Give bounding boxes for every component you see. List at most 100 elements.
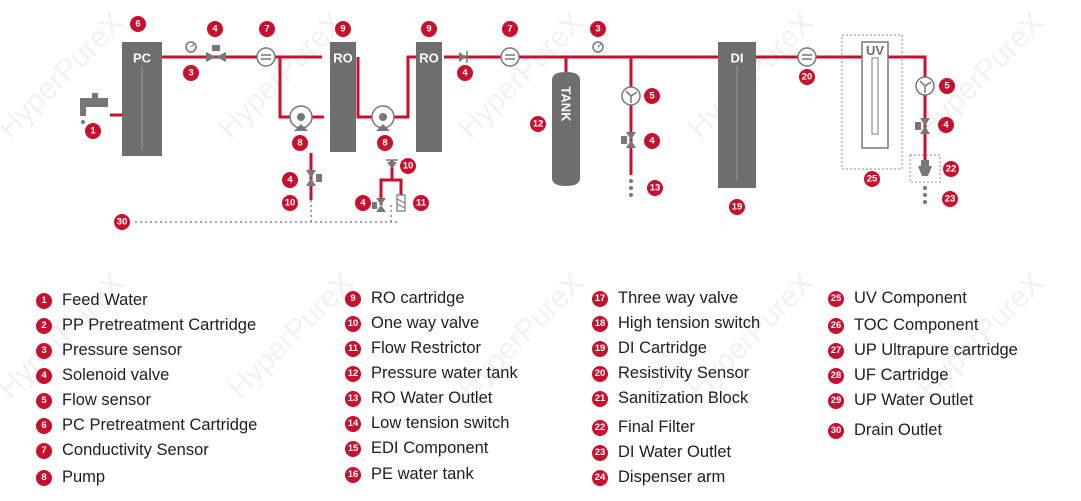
legend-label: PC Pretreatment Cartridge [62,416,258,434]
legend-item: 17 Three way valve [592,289,738,308]
pump-icon [289,105,313,131]
flow-restrictor-icon [396,194,406,212]
badge: 9 [421,21,437,37]
legend-number: 28 [828,367,844,384]
svg-text:4: 4 [649,136,655,147]
legend-number: 11 [345,340,361,357]
legend-label: Solenoid valve [62,366,170,384]
legend-number: 6 [36,417,52,434]
legend-number: 25 [828,290,844,307]
legend-label: Flow Restrictor [371,339,482,357]
conductivity-sensor-icon [500,47,520,67]
badge: 3 [590,21,606,37]
legend-label: RO cartridge [371,289,465,307]
svg-text:6: 6 [135,19,140,30]
legend-number: 5 [36,392,52,409]
legend-label: UF Cartridge [854,366,949,384]
legend-item: 28 UF Cartridge [828,366,948,385]
svg-text:8: 8 [382,138,387,149]
legend-label: Dispenser arm [618,468,726,486]
legend-item: 6 PC Pretreatment Cartridge [36,416,257,435]
legend-number: 21 [592,390,608,407]
legend-number: 26 [828,317,844,334]
svg-text:3: 3 [595,24,600,35]
pc-cartridge: PC [122,42,162,156]
badge: 11 [413,195,429,211]
legend-number: 13 [345,390,361,407]
reject-valve-icon [372,198,386,212]
feed-faucet-icon [80,93,108,124]
legend-number: 30 [828,422,844,439]
svg-text:8: 8 [297,138,302,149]
pressure-sensor-icon [185,41,197,53]
legend-number: 29 [828,392,844,409]
svg-text:1: 1 [90,126,96,137]
legend-number: 14 [345,415,361,432]
legend-label: Conductivity Sensor [62,441,209,459]
legend-number: 19 [592,340,608,357]
svg-text:7: 7 [264,24,269,35]
badge: 4 [282,172,298,188]
legend-label: One way valve [371,314,480,332]
legend-number: 17 [592,290,608,307]
badge: 4 [207,21,223,37]
svg-text:30: 30 [117,217,128,228]
legend-label: Flow sensor [62,391,151,409]
badge: 7 [502,21,518,37]
legend-number: 27 [828,342,844,359]
legend-label: Drain Outlet [854,421,943,439]
badge: 7 [259,21,275,37]
resistivity-sensor-icon [797,47,817,67]
legend-label: Resistivity Sensor [618,364,750,382]
svg-text:4: 4 [212,24,218,35]
legend-item: 11 Flow Restrictor [345,339,481,358]
pipe-ro1-ro2 [356,57,372,119]
legend-label: PP Pretreatment Cartridge [62,316,257,334]
solenoid-valve-icon [206,45,226,62]
svg-text:19: 19 [732,202,743,213]
legend-label: Feed Water [62,291,148,309]
legend-label: Three way valve [618,289,739,307]
badge: 1 [85,123,101,139]
pipe-pump1 [278,57,290,119]
legend-number: 23 [592,444,608,461]
badge: 4 [457,65,473,81]
legend-item: 30 Drain Outlet [828,421,942,440]
legend-number: 4 [36,367,52,384]
legend-item: 1 Feed Water [36,291,148,310]
tank-label: TANK [559,86,574,122]
check-valve-icon [386,159,398,169]
legend-label: High tension switch [618,314,761,332]
badge: 5 [939,78,955,94]
legend-number: 2 [36,317,52,334]
legend-number: 1 [36,292,52,309]
badge: 4 [938,117,954,133]
ro-label: RO [333,51,353,66]
badge: 25 [864,171,880,187]
legend-label: RO Water Outlet [371,389,493,407]
badge: 13 [647,180,663,196]
legend-number: 15 [345,440,361,457]
legend-item: 5 Flow sensor [36,391,151,410]
flow-sensor-icon [915,76,935,96]
legend-label: Pressure sensor [62,341,183,359]
badge: 8 [292,135,308,151]
legend-number: 3 [36,342,52,359]
legend-label: Pressure water tank [371,364,518,382]
ro-outlet-drops-icon [629,179,633,197]
badge: 9 [335,21,351,37]
badge: 4 [355,195,371,211]
badge: 6 [130,16,146,32]
badge: 22 [943,161,959,177]
